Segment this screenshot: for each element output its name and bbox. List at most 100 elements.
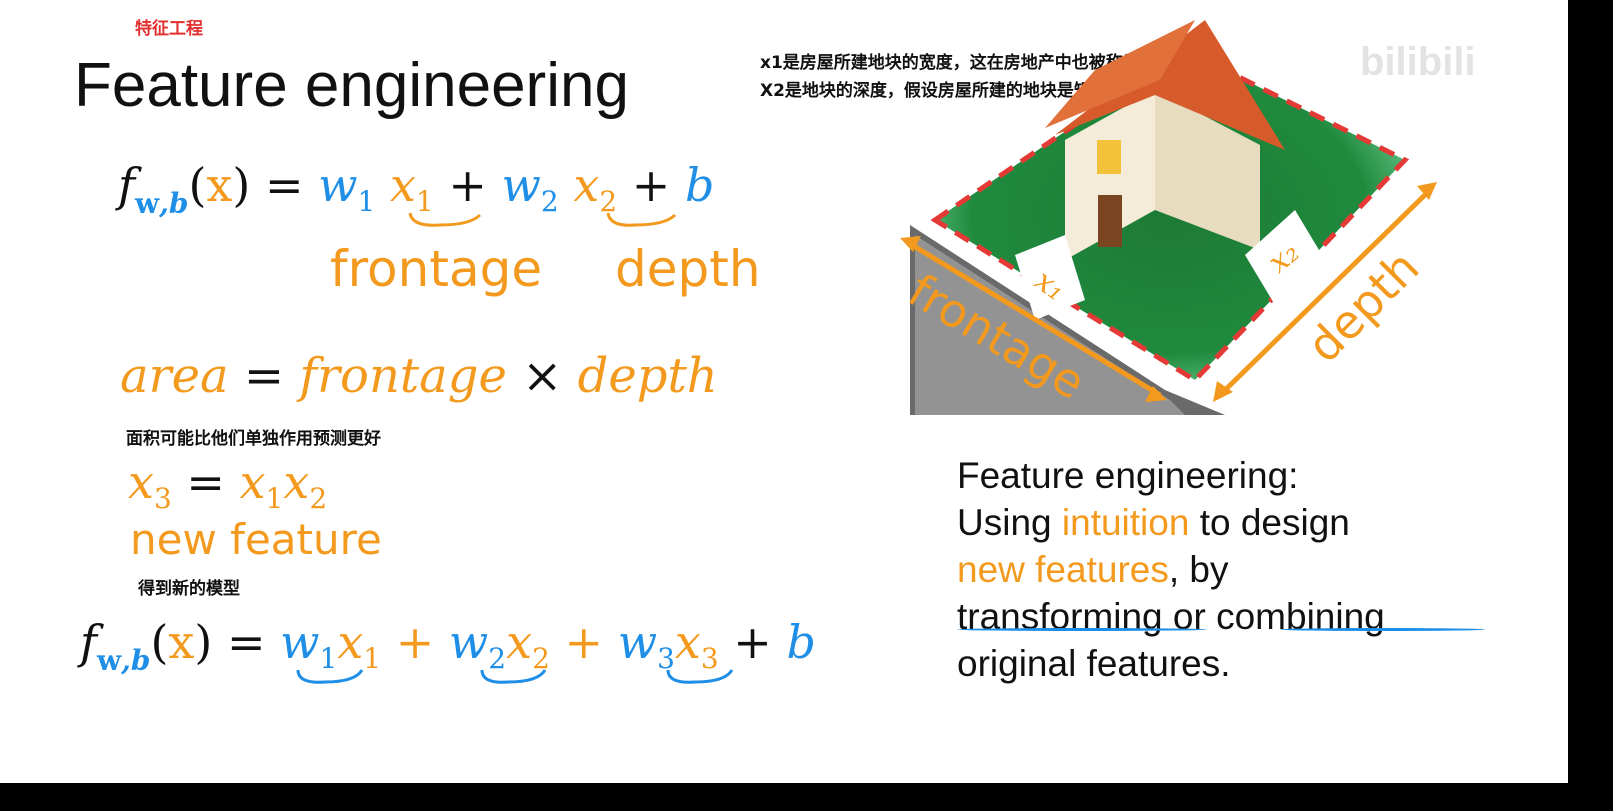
slide: 特征工程 Feature engineering x1是房屋所建地块的宽度，这在… bbox=[0, 0, 1568, 783]
house-side-wall bbox=[1155, 90, 1260, 250]
x2-sub: 2 bbox=[599, 185, 618, 218]
plus: + bbox=[564, 615, 604, 669]
lparen: ( bbox=[188, 158, 207, 212]
x3-sub: 3 bbox=[700, 642, 719, 675]
equals: = bbox=[226, 615, 266, 669]
w-vector-sub: w bbox=[97, 644, 122, 677]
lot-boundary bbox=[930, 47, 1410, 384]
w1: w bbox=[280, 615, 320, 669]
arrowhead-top bbox=[1417, 182, 1437, 200]
w3-sub: 3 bbox=[657, 642, 675, 675]
w1-sub: 1 bbox=[319, 642, 338, 675]
house-roof-front bbox=[1045, 20, 1195, 128]
x-vector: x bbox=[206, 158, 233, 212]
area-equation: area = frontage × depth bbox=[120, 348, 718, 404]
x1: x bbox=[239, 455, 266, 509]
label-depth: depth bbox=[615, 240, 761, 298]
x3: x bbox=[674, 615, 701, 669]
x2: x bbox=[506, 615, 533, 669]
x1-sub: 1 bbox=[415, 185, 434, 218]
def-by: , by bbox=[1168, 549, 1229, 590]
top-tag: 特征工程 bbox=[135, 19, 203, 39]
x1-sub: 1 bbox=[265, 482, 284, 515]
underline-combining bbox=[1280, 628, 1485, 631]
x3: x bbox=[128, 455, 154, 509]
house-lot-illustration: x₁ x₂ frontage depth bbox=[899, 20, 1437, 415]
x3-equation: x3 = x1x2 bbox=[128, 455, 327, 515]
definition-line-1: Feature engineering: bbox=[957, 455, 1299, 496]
equals: = bbox=[264, 158, 304, 212]
definition-text: Feature engineering: Using intuition to … bbox=[957, 452, 1517, 687]
def-new-features: new features bbox=[957, 549, 1169, 590]
x3-sub: 3 bbox=[153, 482, 172, 515]
caption-area: 面积可能比他们单独作用预测更好 bbox=[126, 429, 381, 449]
x1: x bbox=[337, 615, 364, 669]
brace-marks-2 bbox=[296, 669, 734, 684]
arrowhead-bottom bbox=[1213, 381, 1233, 402]
brace-w1 bbox=[296, 669, 364, 684]
x2-sign bbox=[1245, 210, 1325, 305]
right-black-bar bbox=[1568, 0, 1613, 811]
definition-line-2: Using intuition to design bbox=[957, 499, 1517, 546]
brace-x2 bbox=[606, 212, 677, 227]
w2-sub: 2 bbox=[488, 642, 507, 675]
x1-sign bbox=[1015, 235, 1085, 320]
formula-2: fw,b(x) = w1x1 + w2x2 + w3x3 + b bbox=[80, 615, 816, 677]
house-roof bbox=[1055, 20, 1285, 150]
underline-transforming bbox=[957, 628, 1207, 631]
x2-sub: 2 bbox=[309, 482, 328, 515]
w1: w bbox=[318, 158, 358, 212]
def-to-design: to design bbox=[1189, 502, 1350, 543]
bilibili-watermark: bilibili bbox=[1360, 40, 1476, 84]
def-or: or bbox=[1162, 596, 1217, 637]
arrowhead-right bbox=[1145, 386, 1167, 402]
plus: + bbox=[733, 615, 772, 669]
w-vector-sub: w bbox=[135, 187, 160, 220]
brace-w3 bbox=[666, 669, 734, 684]
def-intuition: intuition bbox=[1061, 502, 1190, 543]
comma-b-sub: ,b bbox=[121, 644, 151, 677]
plus: + bbox=[448, 158, 487, 212]
house-door bbox=[1098, 195, 1122, 247]
label-frontage: frontage bbox=[330, 240, 543, 298]
x2: x bbox=[573, 158, 600, 212]
b: b bbox=[684, 158, 715, 212]
times: × bbox=[522, 348, 563, 404]
x2-sub: 2 bbox=[532, 642, 550, 675]
house-window bbox=[1097, 140, 1121, 174]
definition-line-3: new features, by bbox=[957, 546, 1517, 593]
caption-model: 得到新的模型 bbox=[138, 579, 240, 599]
x1: x bbox=[389, 158, 416, 212]
f-symbol: f bbox=[118, 158, 136, 212]
w2: w bbox=[448, 615, 489, 669]
x1-sub: 1 bbox=[363, 642, 382, 675]
w3: w bbox=[617, 615, 658, 669]
plus: + bbox=[395, 615, 435, 669]
b: b bbox=[786, 615, 816, 669]
depth: depth bbox=[577, 348, 718, 404]
plus: + bbox=[631, 158, 671, 212]
w2: w bbox=[501, 158, 541, 212]
frontage: frontage bbox=[299, 348, 507, 404]
definition-line-5: original features. bbox=[957, 643, 1231, 684]
f-symbol: f bbox=[80, 615, 98, 669]
frontage-arrow bbox=[905, 239, 1162, 398]
w1-sub: 1 bbox=[357, 185, 376, 218]
rparen: ) bbox=[232, 158, 251, 212]
area: area bbox=[120, 348, 229, 404]
arrowhead-left bbox=[900, 236, 921, 252]
definition-line-4: transforming or combining bbox=[957, 593, 1517, 640]
comma-b-sub: ,b bbox=[159, 187, 189, 220]
brace-x1 bbox=[408, 212, 482, 227]
w2-sub: 2 bbox=[540, 185, 559, 218]
label-new-feature: new feature bbox=[130, 515, 382, 564]
def-using: Using bbox=[957, 502, 1062, 543]
x2: x bbox=[283, 455, 310, 509]
house-front-wall bbox=[1065, 90, 1155, 260]
brace-w2 bbox=[480, 669, 547, 684]
x-vector: x bbox=[168, 615, 195, 669]
equals: = bbox=[243, 348, 285, 404]
page-title: Feature engineering bbox=[74, 51, 629, 120]
depth-arrow bbox=[1218, 188, 1432, 397]
brace-marks-1 bbox=[408, 212, 677, 227]
